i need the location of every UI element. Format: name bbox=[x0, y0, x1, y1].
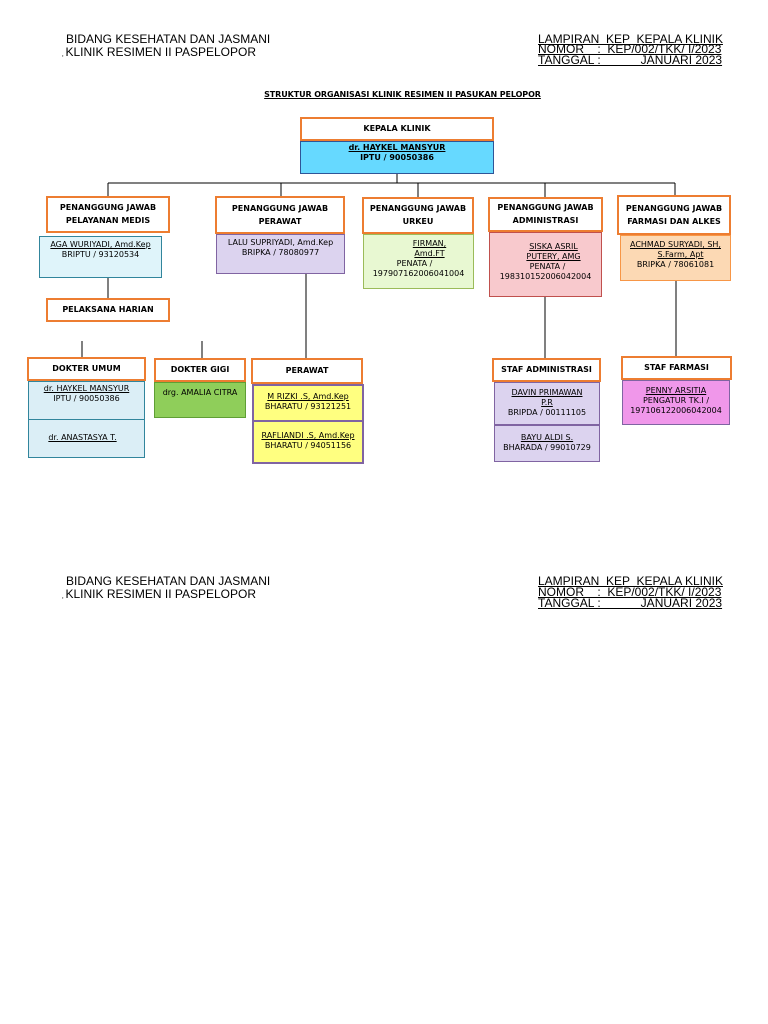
pj-farmasi-card: ACHMAD SURYADI, SH, S.Farm, Apt BRIPKA /… bbox=[620, 235, 731, 281]
pj-perawat-title-1: PENANGGUNG JAWAB bbox=[231, 203, 329, 213]
staf-farmasi-header: STAF FARMASI bbox=[621, 356, 732, 380]
dokter-umum-divider bbox=[29, 419, 144, 420]
dokter-gigi-card: drg. AMALIA CITRA bbox=[154, 382, 246, 418]
pj-perawat-card: LALU SUPRIYADI, Amd.Kep BRIPKA / 7808097… bbox=[216, 234, 345, 274]
dokter-umum-p1-rank: IPTU / 90050386 bbox=[53, 394, 120, 403]
dokter-umum-card: dr. HAYKEL MANSYUR IPTU / 90050386 dr. A… bbox=[28, 381, 145, 458]
lampiran-label-repeat: LAMPIRAN KEP KEPALA KLINIK bbox=[538, 574, 723, 588]
nomor-label-repeat: NOMOR : KEP/002/TKK/ I/2023 bbox=[538, 585, 722, 599]
perawat-card: M RIZKI .S, Amd.Kep BHARATU / 93121251 R… bbox=[252, 384, 364, 464]
org-name-line1: BIDANG KESEHATAN DAN JASMANI bbox=[66, 32, 271, 46]
perawat-person-1: M RIZKI .S, Amd.Kep BHARATU / 93121251 bbox=[254, 392, 362, 412]
pj-farmasi-title-2: FARMASI DAN ALKES bbox=[627, 216, 721, 226]
dokter-gigi-name: drg. AMALIA CITRA bbox=[162, 388, 238, 397]
pj-admin-rank-2: 198310152006042004 bbox=[499, 272, 592, 281]
nomor-label: NOMOR : KEP/002/TKK/ I/2023 bbox=[538, 42, 722, 56]
pj-admin-header: PENANGGUNG JAWAB ADMINISTRASI bbox=[488, 197, 603, 232]
staf-farmasi-rank-1: PENGATUR TK.I / bbox=[642, 396, 710, 405]
perawat-header: PERAWAT bbox=[251, 358, 363, 384]
org-name-line2-text: KLINIK RESIMEN II PASPELOPOR bbox=[65, 45, 257, 59]
dokter-umum-header: DOKTER UMUM bbox=[27, 357, 146, 381]
pj-urkeu-name-1: FIRMAN, bbox=[412, 239, 447, 248]
pj-urkeu-card: FIRMAN, Amd.FT PENATA / 1979071620060410… bbox=[363, 234, 474, 289]
dokter-umum-p2-name: dr. ANASTASYA T. bbox=[48, 433, 117, 442]
pj-admin-name-1: SISKA ASRIL bbox=[529, 242, 578, 251]
dokter-umum-p1-name: dr. HAYKEL MANSYUR bbox=[43, 384, 130, 393]
pelaksana-harian-header: PELAKSANA HARIAN bbox=[46, 298, 170, 322]
pj-medis-title-2: PELAYANAN MEDIS bbox=[65, 216, 151, 225]
staf-admin-header: STAF ADMINISTRASI bbox=[492, 358, 601, 382]
staf-admin-p2-rank: BHARADA / 99010729 bbox=[503, 443, 591, 452]
pj-farmasi-name-1: ACHMAD SURYADI, SH, bbox=[630, 240, 721, 249]
staf-admin-p2-name: BAYU ALDI S. bbox=[520, 433, 574, 442]
dokter-umum-person-1: dr. HAYKEL MANSYUR IPTU / 90050386 bbox=[29, 384, 144, 404]
pj-perawat-rank: BRIPKA / 78080977 bbox=[241, 248, 320, 257]
tanggal-label: TANGGAL : JANUARI 2023 bbox=[538, 53, 723, 67]
pj-farmasi-rank: BRIPKA / 78061081 bbox=[636, 260, 715, 269]
pj-medis-rank: BRIPTU / 93120534 bbox=[61, 250, 140, 259]
perawat-p2-name: RAFLIANDI .S, Amd.Kep bbox=[261, 431, 355, 440]
perawat-p1-rank: BHARATU / 93121251 bbox=[264, 402, 352, 411]
staf-admin-p1-name-2: P.R bbox=[541, 398, 553, 407]
perawat-person-2: RAFLIANDI .S, Amd.Kep BHARATU / 94051156 bbox=[254, 431, 362, 451]
pj-medis-name: AGA WURIYADI, Amd.Kep bbox=[50, 240, 151, 249]
staf-admin-card-1: DAVIN PRIMAWAN P.R BRIPDA / 00111105 bbox=[494, 382, 600, 425]
org-name-line2: ‚ KLINIK RESIMEN II PASPELOPOR bbox=[62, 45, 257, 59]
kepala-name: dr. HAYKEL MANSYUR bbox=[348, 143, 446, 152]
pj-farmasi-name-2: S.Farm, Apt bbox=[657, 250, 704, 259]
pj-admin-name-2: PUTERY, AMG bbox=[526, 252, 581, 261]
chart-title: STRUKTUR ORGANISASI KLINIK RESIMEN II PA… bbox=[264, 90, 541, 99]
pj-admin-title-2: ADMINISTRASI bbox=[512, 216, 579, 225]
pj-admin-rank-1: PENATA / bbox=[529, 262, 566, 271]
perawat-p1-name: M RIZKI .S, Amd.Kep bbox=[267, 392, 349, 401]
staf-admin-card-2: BAYU ALDI S. BHARADA / 99010729 bbox=[494, 425, 600, 462]
pj-admin-card: SISKA ASRIL PUTERY, AMG PENATA / 1983101… bbox=[489, 232, 602, 297]
pj-urkeu-title-1: PENANGGUNG JAWAB bbox=[369, 204, 467, 213]
pj-urkeu-rank-2: 197907162006041004 bbox=[372, 269, 465, 278]
pj-perawat-name: LALU SUPRIYADI, Amd.Kep bbox=[227, 238, 334, 247]
pj-urkeu-title-2: URKEU bbox=[402, 217, 434, 226]
org-name-line2-repeat: ‚ KLINIK RESIMEN II PASPELOPOR bbox=[62, 587, 257, 601]
staf-farmasi-card: PENNY ARSITIA PENGATUR TK.I / 1971061220… bbox=[622, 380, 730, 425]
perawat-p2-rank: BHARATU / 94051156 bbox=[264, 441, 352, 450]
dokter-gigi-header: DOKTER GIGI bbox=[154, 358, 246, 382]
staf-admin-p1-name-1: DAVIN PRIMAWAN bbox=[511, 388, 583, 397]
pj-medis-card: AGA WURIYADI, Amd.Kep BRIPTU / 93120534 bbox=[39, 236, 162, 278]
pj-perawat-title-2: PERAWAT bbox=[258, 216, 302, 226]
kepala-rank: IPTU / 90050386 bbox=[360, 153, 434, 162]
pj-perawat-header: PENANGGUNG JAWAB PERAWAT bbox=[215, 196, 345, 234]
org-name-line1-repeat: BIDANG KESEHATAN DAN JASMANI bbox=[66, 574, 271, 588]
staf-farmasi-name: PENNY ARSITIA bbox=[645, 386, 707, 395]
pj-farmasi-title-1: PENANGGUNG JAWAB bbox=[625, 203, 723, 213]
kepala-klinik-card: dr. HAYKEL MANSYUR IPTU / 90050386 bbox=[300, 141, 494, 174]
pj-urkeu-rank-1: PENATA / bbox=[396, 259, 433, 268]
perawat-divider bbox=[254, 420, 362, 422]
kepala-klinik-header: KEPALA KLINIK bbox=[300, 117, 494, 141]
pj-urkeu-name-2: Amd.FT bbox=[414, 249, 445, 258]
tanggal-label-repeat: TANGGAL : JANUARI 2023 bbox=[538, 596, 723, 610]
lampiran-label: LAMPIRAN KEP KEPALA KLINIK bbox=[538, 32, 723, 46]
staf-farmasi-rank-2: 197106122006042004 bbox=[630, 406, 722, 415]
staf-admin-p1-rank: BRIPDA / 00111105 bbox=[507, 408, 587, 417]
org-name-line2-repeat-text: KLINIK RESIMEN II PASPELOPOR bbox=[65, 587, 257, 601]
pj-medis-header: PENANGGUNG JAWAB PELAYANAN MEDIS bbox=[46, 196, 170, 233]
pj-admin-title-1: PENANGGUNG JAWAB bbox=[497, 203, 594, 212]
pj-medis-title-1: PENANGGUNG JAWAB bbox=[59, 203, 157, 212]
pj-farmasi-header: PENANGGUNG JAWAB FARMASI DAN ALKES bbox=[617, 195, 731, 235]
pj-urkeu-header: PENANGGUNG JAWAB URKEU bbox=[362, 197, 474, 234]
